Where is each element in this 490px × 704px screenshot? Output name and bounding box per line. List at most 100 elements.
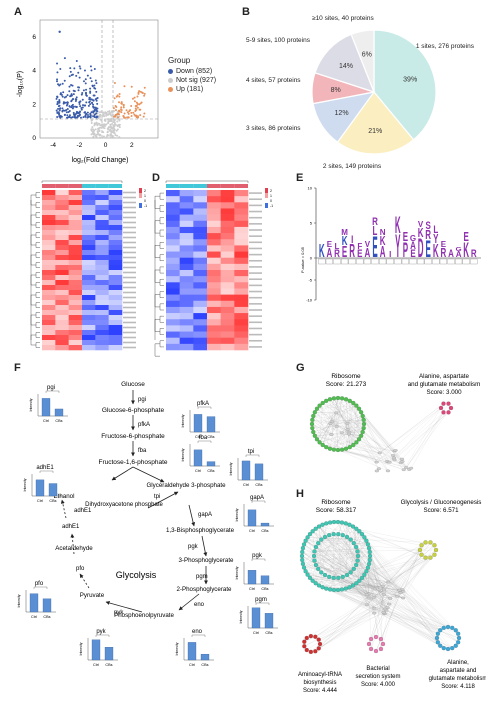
network-node-other <box>372 587 377 591</box>
volcano-point-down <box>80 108 83 111</box>
heatmap-cell <box>82 280 96 286</box>
motif-letter: E <box>357 247 362 259</box>
heatmap-cell <box>234 257 249 265</box>
network-node-other <box>404 466 409 469</box>
network-edge <box>366 571 383 587</box>
volcano-point-notsig <box>113 119 116 122</box>
network-edge <box>326 542 431 589</box>
network-node-ribosome <box>331 447 337 452</box>
heatmap-cell <box>179 313 194 320</box>
heatmap-cell <box>193 337 208 345</box>
heatmap-cell <box>179 208 194 215</box>
network-node-other <box>364 593 369 596</box>
minibar-category: CBs <box>201 663 208 667</box>
volcano-point-notsig <box>108 120 111 123</box>
heatmap-cell <box>68 270 83 276</box>
volcano-point-down <box>79 110 82 113</box>
heatmap-cell <box>166 214 180 222</box>
network-edge <box>333 577 400 591</box>
network-edge <box>383 594 444 649</box>
motif-position-box <box>379 258 387 265</box>
motif-position-box <box>394 258 402 265</box>
motif-letter: R <box>334 247 340 259</box>
heatmap-cell <box>193 202 208 209</box>
minibar-ylabel: Intensity <box>229 462 233 475</box>
minibar-title: pgm <box>255 597 267 603</box>
volcano-point-down <box>78 102 81 105</box>
volcano-point-notsig <box>116 111 119 114</box>
glycolysis-pathway: Glucose Glucose-6-phosphate Fructose-6-p… <box>17 381 278 667</box>
network-edge <box>307 574 441 646</box>
network-node-ribosome <box>310 578 315 583</box>
network-node-ribosome <box>316 583 322 588</box>
heatmap-cell <box>95 320 109 326</box>
heatmap-cell <box>68 235 83 241</box>
network-edge <box>337 429 348 451</box>
dendrogram-branch <box>159 192 164 200</box>
network-node-ribosome <box>355 549 360 554</box>
volcano-point-notsig <box>116 120 119 123</box>
legend-dot <box>168 69 173 74</box>
motif-position-box <box>363 258 371 265</box>
network-node-secretion <box>378 646 384 652</box>
network-edge <box>331 397 339 435</box>
volcano-point-down <box>90 69 93 72</box>
network-edge <box>324 537 365 576</box>
heatmap-cell <box>207 288 221 295</box>
network-edge <box>333 534 375 590</box>
heatmap-cell <box>55 335 69 341</box>
network-node-other <box>390 454 396 457</box>
volcano-point-down <box>80 116 83 119</box>
panel-label-b: B <box>242 6 250 18</box>
network-edge <box>356 528 441 631</box>
network-node-glycolysis <box>432 552 437 557</box>
network-node-other <box>387 460 392 464</box>
network-edge <box>362 415 390 463</box>
network-edge <box>315 597 374 652</box>
motif-letter: S <box>426 219 431 231</box>
metabolite-2pg: 2-Phosphoglycerate <box>176 586 232 593</box>
heatmap-cell <box>82 300 96 306</box>
enzyme-tpi: tpi <box>154 494 160 500</box>
network-node-aminoacyl <box>316 646 321 651</box>
colorbar-tick: 1 <box>144 194 146 198</box>
volcano-point-notsig <box>105 111 108 114</box>
motif-letter: R <box>425 228 431 243</box>
network-node-ribosome-inner <box>345 421 350 425</box>
volcano-point-down <box>93 109 96 112</box>
network-node-aminoacyl <box>304 635 309 641</box>
heatmap-cell <box>55 250 69 256</box>
network-edge <box>362 415 389 471</box>
heatmap-cell <box>220 190 235 197</box>
pie-slice-pct: 21% <box>368 128 382 135</box>
minibar-bar <box>48 483 58 497</box>
network-h-secretion-label-1: Bacterial <box>366 666 389 672</box>
colorbar-tick: -1 <box>270 204 273 208</box>
network-edge <box>312 531 384 613</box>
network-node-ribosome <box>364 538 369 543</box>
network-node-ribosome <box>348 570 353 575</box>
network-edge <box>346 534 363 576</box>
volcano-point-notsig <box>102 135 105 138</box>
heatmap-cell <box>95 200 109 206</box>
volcano-xlabel: log₂(Fold Change) <box>72 157 129 164</box>
motif-position-box <box>432 258 440 265</box>
network-edge <box>385 608 441 646</box>
network-node-ribosome <box>314 406 320 411</box>
network-edge <box>379 403 444 453</box>
network-edge <box>326 432 350 448</box>
heatmap-cell <box>193 276 208 283</box>
motif-letter: K <box>319 241 325 262</box>
heatmap-cell <box>95 190 109 196</box>
heatmap-cell <box>234 331 249 338</box>
heatmap-cell <box>82 200 96 206</box>
network-edge <box>305 571 367 595</box>
volcano-point-down <box>66 94 69 97</box>
dendrogram-branch <box>154 195 160 209</box>
network-node-alanine <box>456 635 462 641</box>
volcano-point-down <box>70 100 73 103</box>
heatmap-cell <box>207 233 221 240</box>
volcano-point-up <box>143 112 146 115</box>
network-edge <box>353 543 401 593</box>
network-node-ribosome <box>347 445 352 450</box>
